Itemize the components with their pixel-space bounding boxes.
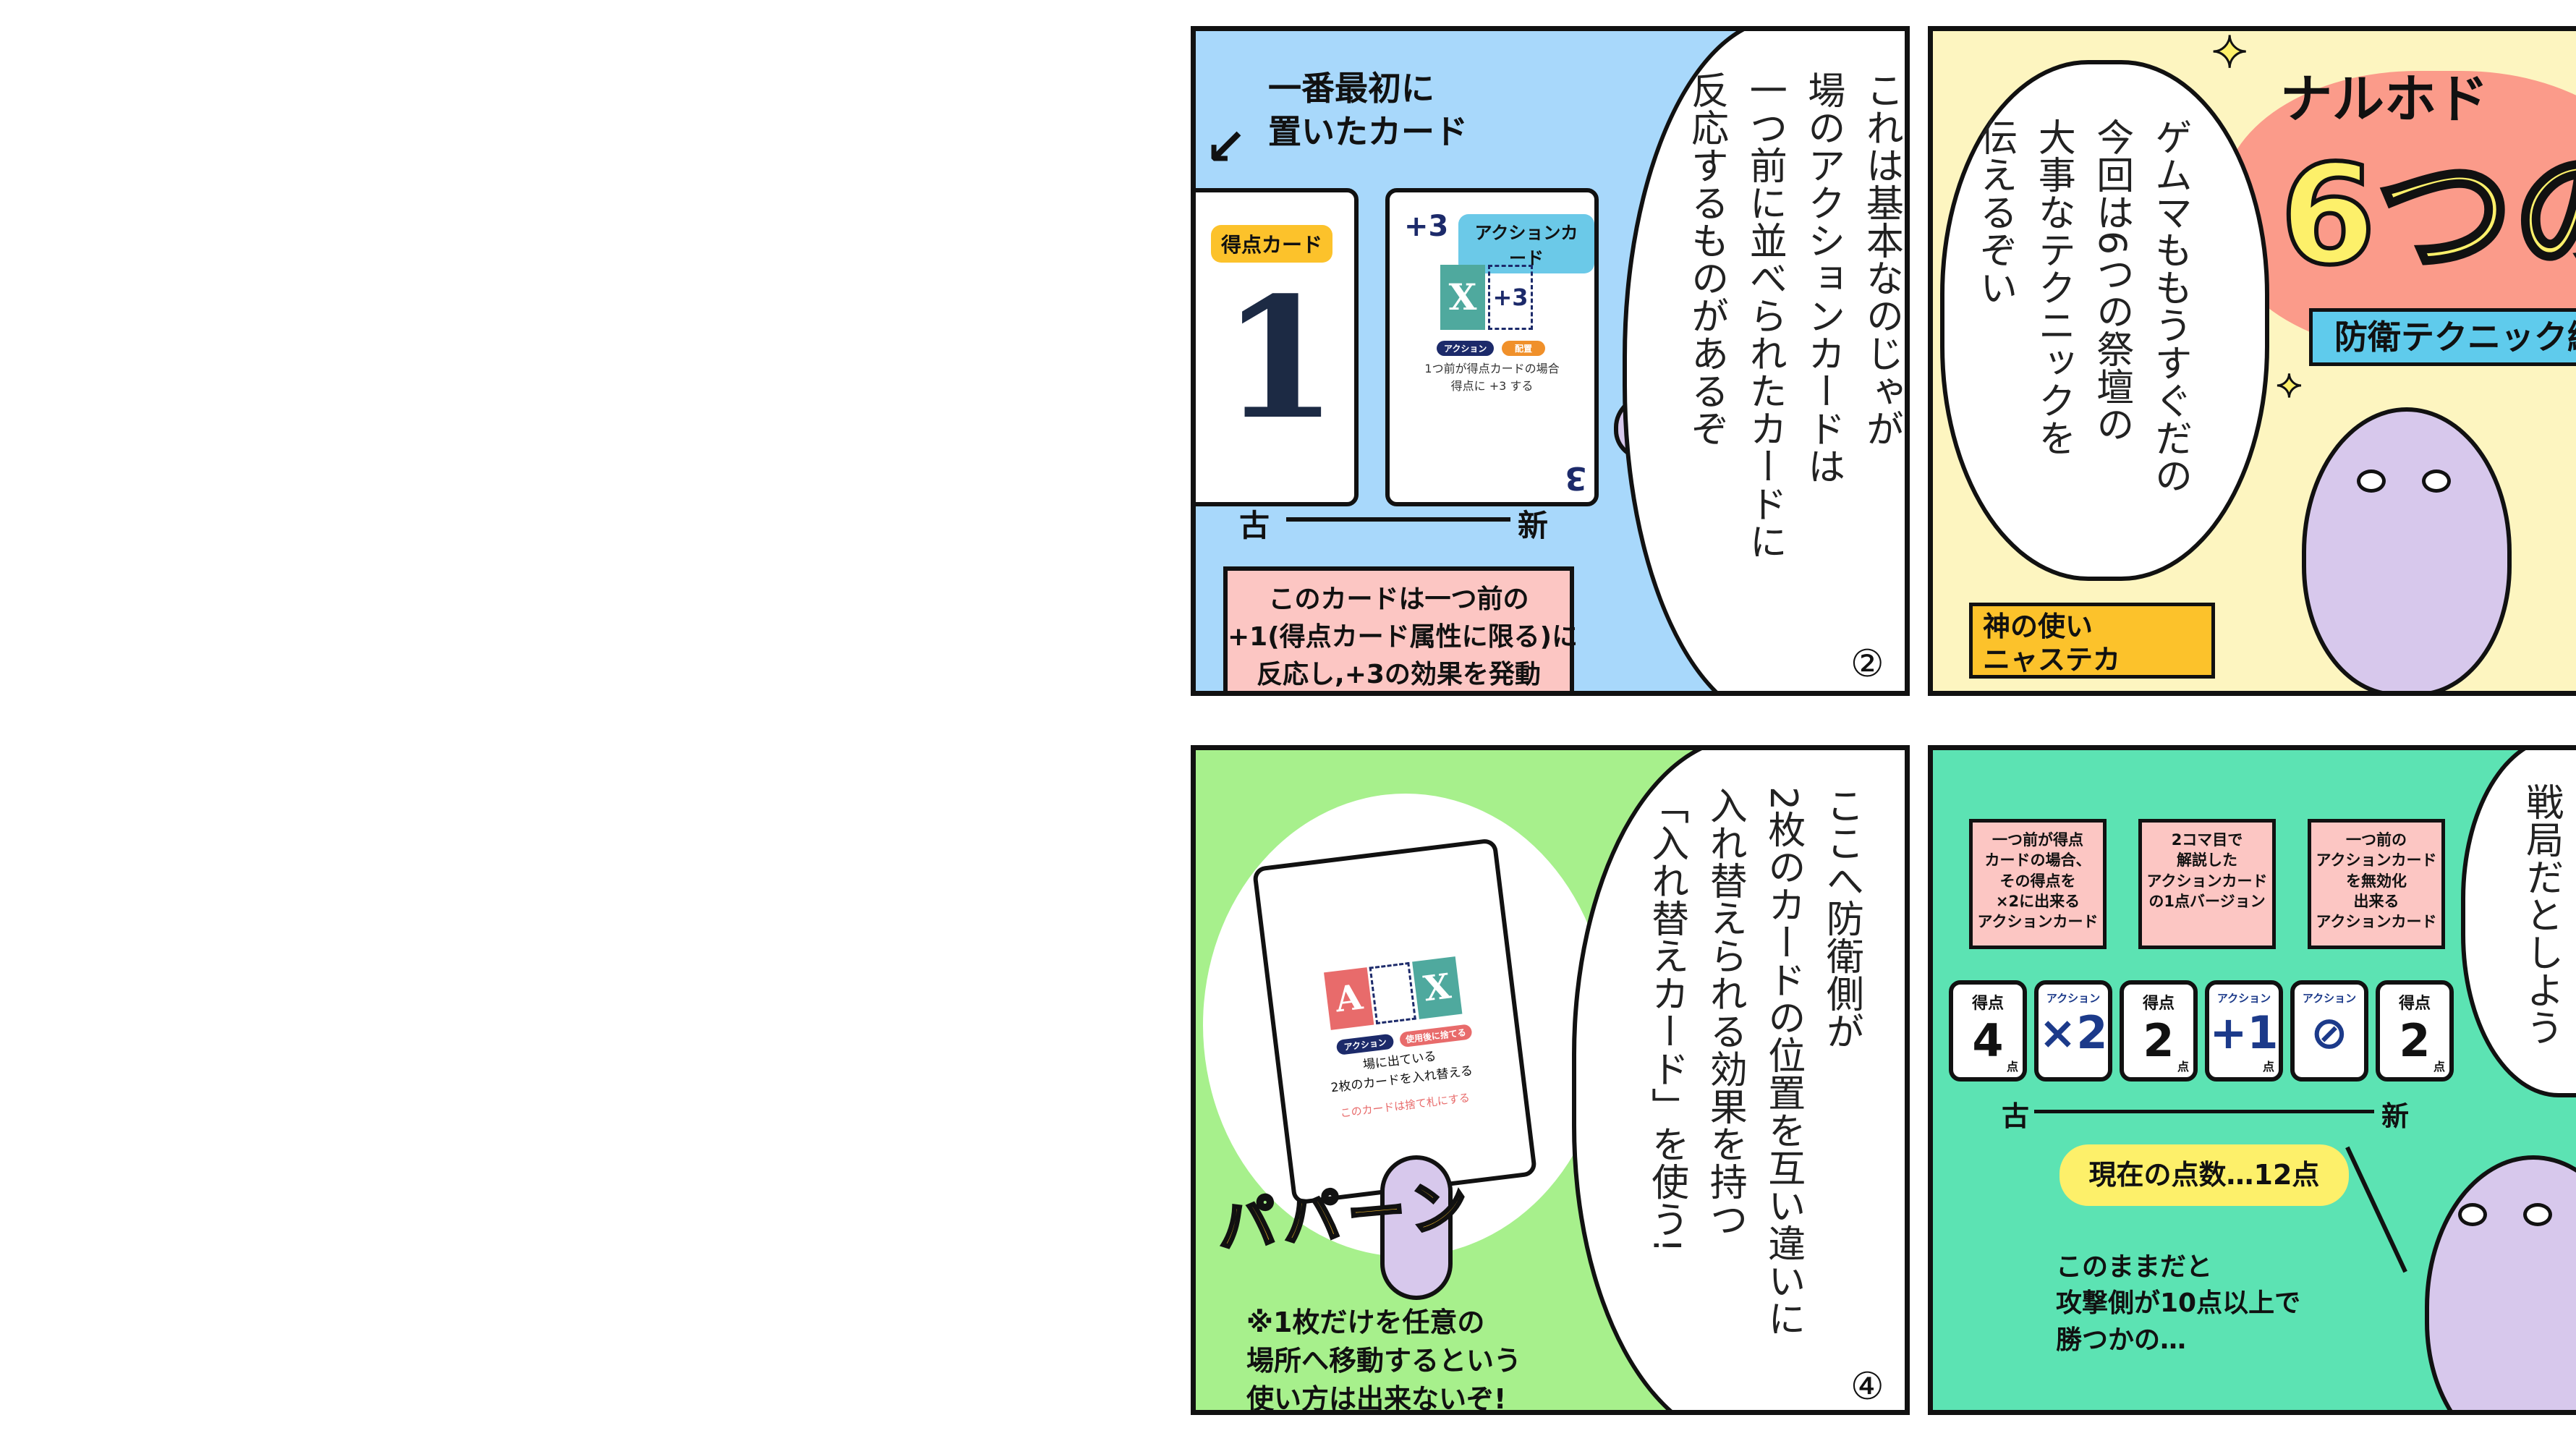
mini-card-tag: 得点 bbox=[2142, 995, 2175, 1013]
mini-card-value: ×2 bbox=[2039, 1006, 2108, 1059]
title-main: 6つの祭 bbox=[2278, 135, 2576, 295]
mini-card-value: +1 bbox=[2209, 1006, 2279, 1059]
mini-card-tag: 得点 bbox=[2398, 995, 2431, 1013]
note-box: 一つ前の アクションカード を無効化 出来る アクションカード bbox=[2308, 819, 2445, 949]
first-card-label: 一番最初に 置いたカード bbox=[1268, 69, 1468, 151]
swap-left-box: A bbox=[1324, 967, 1374, 1030]
title-top: ナルホド bbox=[2280, 69, 2489, 129]
action-card: +3 アクションカード X +3 アクション 配置 1つ前が得点カードの場合 得… bbox=[1385, 188, 1599, 506]
title-blob bbox=[2222, 71, 2576, 353]
new-label: 新 bbox=[1518, 508, 1549, 543]
score-highlight: 現在の点数…12点 bbox=[2059, 1144, 2349, 1206]
panel-number: ② bbox=[1850, 642, 1884, 686]
panel-4: A X アクション 使用後に捨てる 場に出ている 2枚のカードを入れ替える この… bbox=[1191, 745, 1910, 1415]
action-card-badge: +3 bbox=[1404, 210, 1449, 243]
cat-character bbox=[2425, 1155, 2576, 1410]
mini-card-action: アクション ×2 bbox=[2034, 980, 2112, 1082]
mini-card-unit: 点 bbox=[2262, 1060, 2274, 1074]
speech-bubble bbox=[1572, 750, 1905, 1410]
character-label: 神の使い ニャステカ bbox=[1969, 603, 2215, 679]
arrow-icon: ↙ bbox=[1204, 117, 1247, 177]
action-card-text: 1つ前が得点カードの場合 得点に +3 する bbox=[1424, 362, 1560, 393]
score-card: 得点カード 1 bbox=[1196, 188, 1359, 506]
mini-card-value: ⊘ bbox=[2311, 1006, 2348, 1059]
timeline-arrow bbox=[1286, 517, 1510, 522]
footnote: ※1枚だけを任意の 場所へ移動するという 使い方は出来ないぞ! bbox=[1246, 1306, 1522, 1415]
speech-bubble bbox=[1940, 60, 2269, 581]
sparkle-icon: ✦ bbox=[2210, 27, 2248, 78]
mini-card-tag: 得点 bbox=[1971, 995, 2004, 1013]
speech-bubble bbox=[1623, 31, 1905, 691]
speech-text: ここへ防衛側が 2枚のカードの位置を互い違いに 入れ替えられる効果を持つ 「入れ… bbox=[1644, 786, 1863, 1338]
speech-text: これは基本なのじゃが 場のアクションカードは 一つ前に並べられたカードに 反応す… bbox=[1684, 71, 1903, 560]
mini-card-tag: アクション bbox=[2046, 992, 2101, 1005]
note-box: このカードは一つ前の +1(得点カード属性に限る)に 反応し,+3の効果を発動 bbox=[1223, 566, 1578, 691]
score-card-value: 1 bbox=[1222, 261, 1338, 456]
action-right-box: +3 bbox=[1488, 265, 1533, 330]
mini-card-score: 得点 2 点 bbox=[2376, 980, 2454, 1082]
pointer-stick bbox=[2345, 1146, 2407, 1273]
subtitle-banner: 防衛テクニック編 bbox=[2309, 308, 2576, 366]
mini-card-tag: アクション bbox=[2216, 992, 2271, 1005]
action-left-box: X bbox=[1440, 265, 1485, 330]
action-card-corner: 3 bbox=[1565, 459, 1587, 496]
panel-number: ④ bbox=[1850, 1365, 1884, 1408]
old-label: 古 bbox=[2002, 1100, 2030, 1132]
note-box: 2コマ目で 解説した アクションカード の1点バージョン bbox=[2138, 819, 2276, 949]
swap-right-box: X bbox=[1412, 956, 1463, 1019]
mini-card-unit: 点 bbox=[2177, 1060, 2189, 1074]
note-box: 一つ前が得点 カードの場合、 その得点を ×2に出来る アクションカード bbox=[1969, 819, 2107, 949]
mini-card-action: アクション +1 点 bbox=[2205, 980, 2283, 1082]
timeline-arrow bbox=[2034, 1110, 2374, 1113]
mini-card-score: 得点 4 点 bbox=[1949, 980, 2027, 1082]
speech-text: 戦局だとしよう bbox=[2519, 783, 2563, 1046]
mini-card-unit: 点 bbox=[2006, 1060, 2018, 1074]
mini-card-value: 2 bbox=[2399, 1014, 2431, 1067]
chip-place: 配置 bbox=[1502, 341, 1546, 356]
cat-peeking bbox=[1380, 1155, 1453, 1300]
chip-action: アクション bbox=[1437, 341, 1495, 356]
new-label: 新 bbox=[2381, 1100, 2410, 1132]
action-card-tag: アクションカード bbox=[1458, 214, 1594, 273]
panel-1: ナルホド 6つの祭 防衛テクニック編 ✦ ✦ ゲムマももうすぐだの 今回は6つの… bbox=[1928, 26, 2576, 696]
mini-card-unit: 点 bbox=[2433, 1060, 2445, 1074]
sparkle-icon: ✦ bbox=[2275, 368, 2304, 405]
cat-character bbox=[2302, 407, 2512, 691]
comment-text: このままだと 攻撃側が10点以上で 勝つかの… bbox=[2056, 1252, 2301, 1355]
panel-2: 一番最初に 置いたカード ↙ 得点カード 1 +3 アクションカード X +3 … bbox=[1191, 26, 1910, 696]
speech-text: ゲムマももうすぐだの 今回は6つの祭壇の 大事なテクニックを 伝えるぞい bbox=[1973, 118, 2192, 494]
swap-card: A X アクション 使用後に捨てる 場に出ている 2枚のカードを入れ替える この… bbox=[1251, 838, 1538, 1205]
score-card-tag: 得点カード bbox=[1211, 225, 1333, 263]
mini-card-value: 4 bbox=[1972, 1014, 2004, 1067]
mini-card-score: 得点 2 点 bbox=[2120, 980, 2198, 1082]
chip-action: アクション bbox=[1335, 1033, 1395, 1055]
mini-card-action: アクション ⊘ bbox=[2290, 980, 2368, 1082]
mini-card-tag: アクション bbox=[2302, 992, 2357, 1005]
mini-card-value: 2 bbox=[2143, 1014, 2175, 1067]
old-label: 古 bbox=[1239, 508, 1270, 543]
